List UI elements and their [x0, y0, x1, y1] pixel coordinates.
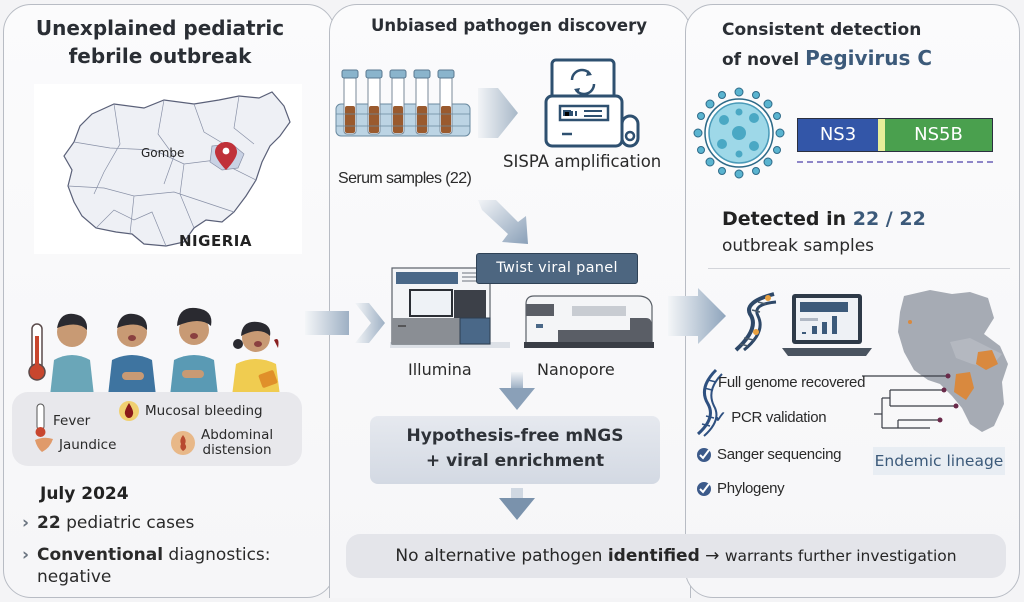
symptom-label: Fever	[53, 412, 91, 429]
arrow-right-icon	[668, 288, 726, 344]
outbreak-title: Unexplained pediatric febrile outbreak	[0, 14, 320, 70]
bullet-text: 22 pediatric cases	[37, 512, 194, 534]
laptop-chart-icon	[782, 294, 872, 356]
detection-title-line1: Consistent detection	[722, 20, 922, 40]
illumina-sequencer-icon	[390, 267, 510, 348]
method-line1: Hypothesis-free mNGS	[406, 426, 624, 446]
nigeria-map: Gombe NIGERIA	[34, 84, 302, 254]
thermometer-icon	[28, 323, 46, 381]
dna-icon	[734, 292, 777, 352]
check-badge-icon	[697, 447, 711, 462]
symptom-label: Jaundice	[59, 436, 117, 453]
phylogeny-tree-icon	[862, 373, 959, 429]
bullet-rest: pediatric cases	[60, 513, 195, 533]
validation-phylogeny: Phylogeny	[696, 480, 785, 497]
method-line2: + viral enrichment	[425, 451, 605, 471]
mngs-method-box: Hypothesis-free mNGS + viral enrichment	[370, 416, 660, 484]
sispa-caption: SISPA amplification	[503, 152, 662, 171]
dna-icon	[696, 368, 723, 437]
bullet-rest: diagnostics:	[163, 545, 271, 565]
arrow-right-icon	[478, 88, 518, 138]
child-figure	[170, 307, 218, 396]
bullet-diagnostics: › Conventional diagnostics: negative	[22, 544, 271, 588]
detected-subtitle: outbreak samples	[722, 236, 875, 256]
nanopore-sequencer-icon	[524, 295, 654, 348]
virus-name: Pegivirus C	[805, 46, 933, 70]
twist-panel-tag: Twist viral panel	[476, 253, 638, 284]
country-label: NIGERIA	[179, 232, 252, 250]
chevron-right-icon: ›	[22, 545, 30, 565]
validation-label: PCR validation	[731, 408, 827, 426]
symptom-abdominal-distension: Abdominal distension	[170, 428, 273, 458]
symptom-label-line1: Abdominal	[201, 427, 274, 443]
check-badge-icon	[697, 481, 711, 496]
sispa-device-icon	[544, 58, 640, 148]
detected-number: 22 / 22	[852, 208, 926, 230]
bullet-line2: negative	[37, 567, 112, 587]
detected-count: Detected in 22 / 22	[722, 208, 926, 230]
children-illustration	[28, 307, 280, 396]
checkmark-icon: ✓	[714, 409, 727, 426]
symptom-legend: Fever Mucosal bleeding Jaundice Abdomina…	[12, 392, 302, 466]
arrow-down-icon	[499, 372, 535, 410]
map-pin-icon	[215, 142, 237, 170]
chevron-right-icon: ›	[22, 513, 30, 533]
serum-caption: Serum samples (22)	[338, 170, 472, 187]
genome-dashed-line	[797, 161, 993, 163]
discovery-title: Unbiased pathogen discovery	[371, 16, 647, 35]
illumina-label: Illumina	[408, 360, 472, 379]
child-figure	[50, 313, 94, 396]
gene-ns3: NS3	[798, 119, 878, 151]
serum-tubes-icon	[335, 69, 471, 137]
virus-icon	[693, 87, 785, 179]
thermometer-icon	[35, 403, 46, 437]
detected-prefix: Detected in	[722, 208, 853, 230]
arrow-down-icon	[499, 488, 535, 520]
bullet-cases: › 22 pediatric cases	[22, 512, 194, 534]
endemic-lineage-label: Endemic lineage	[873, 447, 1005, 475]
title-prefix: of novel	[722, 50, 806, 70]
lineage-map-icon	[898, 290, 1008, 432]
detection-title: Consistent detection of novel Pegivirus …	[722, 16, 932, 74]
detection-title-line2: of novel Pegivirus C	[722, 44, 932, 74]
validation-pcr: ✓ PCR validation	[714, 408, 827, 427]
arrow-down-right-icon	[478, 200, 528, 244]
genome-bar: NS3 NS5B	[797, 118, 993, 152]
symptom-label-line2: distension	[202, 442, 272, 458]
gombe-label: Gombe	[141, 146, 185, 160]
abdomen-icon	[171, 431, 195, 455]
child-figure	[108, 313, 156, 396]
bullet-bold: Conventional	[37, 545, 164, 565]
bullet-bold: 22	[37, 513, 61, 533]
nanopore-label: Nanopore	[537, 360, 615, 379]
bullet-text: Conventional diagnostics: negative	[37, 544, 271, 588]
arrow-right-icon	[305, 303, 385, 343]
validation-label: Full genome recovered	[718, 374, 866, 391]
validation-label: Phylogeny	[717, 480, 785, 497]
validation-full-genome: Full genome recovered	[718, 374, 865, 391]
symptom-label: Mucosal bleeding	[145, 402, 263, 419]
validation-label: Sanger sequencing	[717, 446, 842, 463]
symptom-jaundice: Jaundice	[34, 436, 116, 454]
gene-ns5b: NS5B	[885, 119, 992, 151]
symptom-label: Abdominal distension	[201, 428, 273, 458]
outbreak-title-line2: febrile outbreak	[68, 44, 252, 68]
outbreak-title-line1: Unexplained pediatric	[35, 16, 285, 40]
nigeria-outline-icon	[63, 91, 291, 247]
conclusion-banner: No alternative pathogen identified → war…	[346, 534, 1006, 578]
symptom-fever: Fever	[34, 403, 91, 438]
banner-text-1: No alternative pathogen	[395, 546, 608, 566]
gene-separator	[878, 119, 885, 151]
blood-drop-icon	[119, 401, 139, 421]
banner-text-3: warrants further investigation	[724, 547, 957, 565]
outbreak-date: July 2024	[40, 484, 129, 504]
divider	[708, 268, 1010, 269]
child-figure	[232, 321, 280, 396]
symptom-mucosal-bleeding: Mucosal bleeding	[118, 400, 263, 422]
banner-text-bold: identified	[607, 546, 700, 566]
validation-sanger: Sanger sequencing	[696, 446, 841, 463]
liver-icon	[35, 437, 53, 452]
arrow-icon: →	[699, 546, 725, 566]
